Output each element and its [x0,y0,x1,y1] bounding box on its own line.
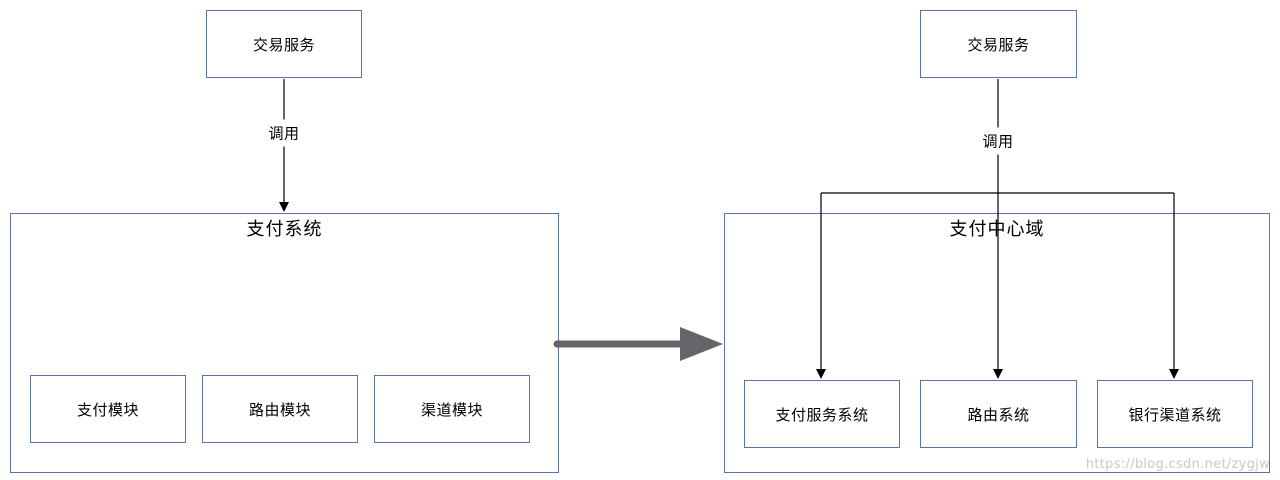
left-call-label: 调用 [266,119,302,147]
right-call-label: 调用 [980,127,1016,155]
left-container-title: 支付系统 [246,219,323,240]
right-system-payment-service: 支付服务系统 [744,380,900,448]
left-top-service-box: 交易服务 [206,10,362,78]
right-container-title: 支付中心域 [949,219,1045,240]
left-module-routing: 路由模块 [202,375,358,443]
right-system-routing: 路由系统 [920,380,1077,448]
right-system-bank-channel: 银行渠道系统 [1097,380,1253,448]
transition-arrow-head [680,327,723,361]
left-module-payment: 支付模块 [30,375,186,443]
watermark-url: https://blog.csdn.net/zygjw [1085,457,1270,472]
right-top-service-box: 交易服务 [920,10,1077,78]
left-module-channel: 渠道模块 [374,375,530,443]
